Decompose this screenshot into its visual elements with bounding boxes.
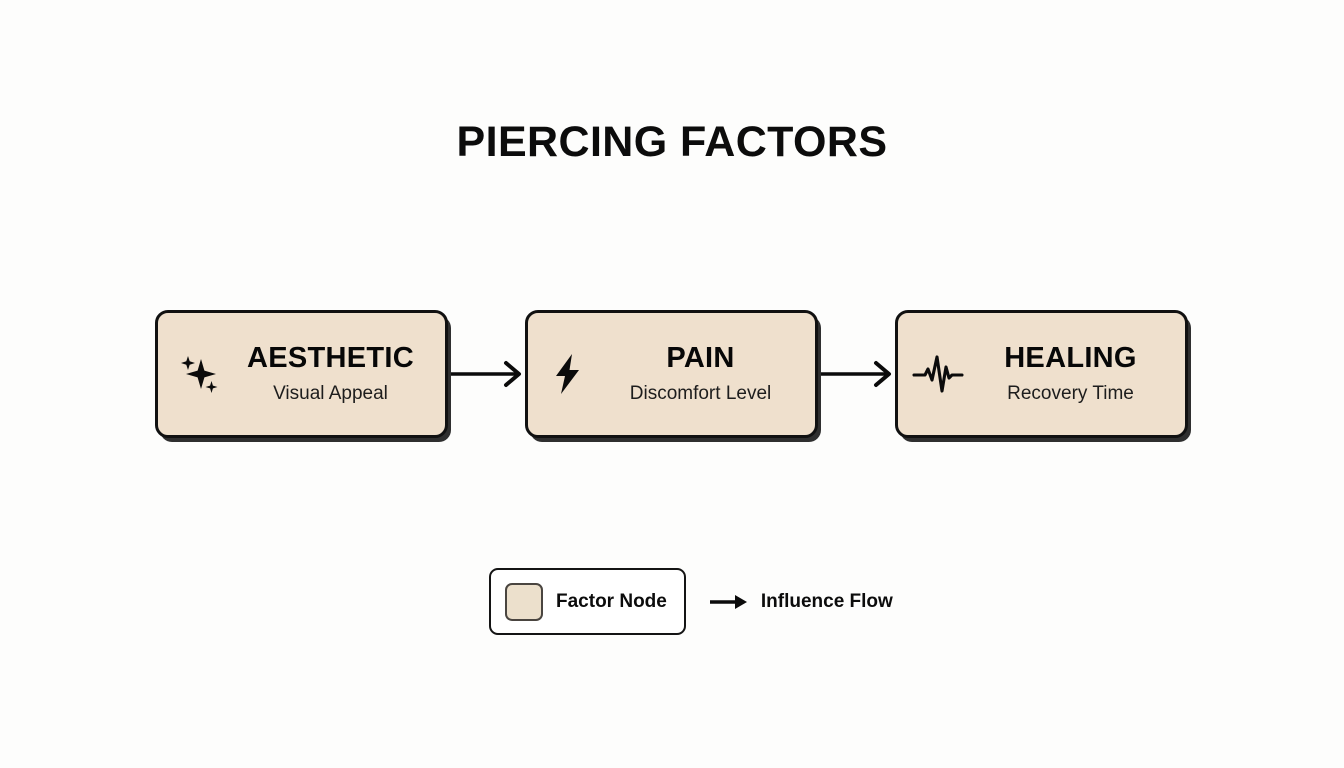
legend-flow-label: Influence Flow: [760, 590, 893, 612]
node-subtitle: Discomfort Level: [629, 383, 772, 404]
arrow-right-icon: [451, 360, 529, 388]
node-text-group: HEALING Recovery Time: [966, 342, 1185, 405]
lightning-bolt-icon: [542, 348, 594, 400]
arrow-right-icon: [709, 592, 749, 612]
node-subtitle: Visual Appeal: [273, 383, 388, 404]
arrow-right-icon: [821, 360, 899, 388]
legend-flow-entry: Influence Flow: [709, 591, 893, 613]
node-subtitle: Recovery Time: [1007, 383, 1134, 404]
sparkle-icon: [172, 348, 224, 400]
node-text-group: PAIN Discomfort Level: [596, 342, 815, 405]
node-title: AESTHETIC: [246, 342, 415, 375]
legend-swatch-icon: [505, 582, 543, 621]
legend-node-label: Factor Node: [556, 590, 667, 612]
factor-node-healing[interactable]: HEALING Recovery Time: [895, 310, 1188, 438]
heartbeat-pulse-icon: [912, 348, 964, 400]
factor-node-aesthetic[interactable]: AESTHETIC Visual Appeal: [155, 310, 448, 438]
node-text-group: AESTHETIC Visual Appeal: [226, 342, 445, 405]
node-title: PAIN: [666, 342, 735, 375]
factor-node-pain[interactable]: PAIN Discomfort Level: [525, 310, 818, 438]
flow-row: AESTHETIC Visual Appeal PAIN Discomfort …: [155, 310, 1189, 438]
legend-node-entry: Factor Node: [489, 568, 686, 635]
node-title: HEALING: [1004, 342, 1137, 375]
page-title: PIERCING FACTORS: [456, 118, 888, 166]
legend: Factor Node Influence Flow: [489, 568, 893, 635]
